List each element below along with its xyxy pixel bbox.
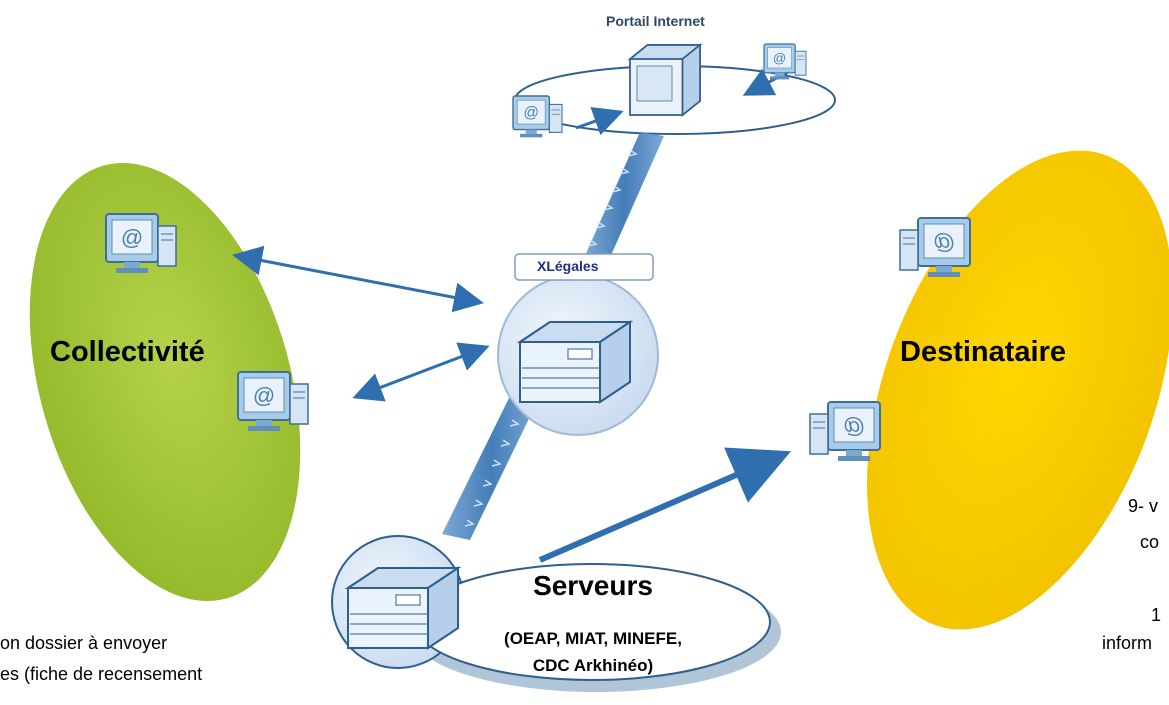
portal-label: Portail Internet (606, 13, 705, 29)
left-text-line-1: on dossier à envoyer (0, 633, 168, 653)
serveurs-line-1: (OEAP, MIAT, MINEFE, (504, 629, 682, 648)
arrow-collectivite-xlegales-bottom (352, 342, 490, 402)
portal-link-beam (584, 132, 664, 262)
arrow-serveurs-destinataire (538, 447, 792, 563)
portal-monitor-left-icon (512, 95, 563, 139)
xlegales-server-icon (519, 321, 631, 403)
serveurs-title: Serveurs (533, 570, 653, 601)
arrow-portal-left (575, 106, 624, 136)
server-link-beam (442, 392, 540, 540)
collectivite-zone (29, 162, 301, 602)
xlegales-label-box (514, 253, 654, 281)
right-text-line-4: inform (1102, 633, 1153, 653)
destinataire-zone (867, 150, 1169, 630)
serveurs-line-2: CDC Arkhinéo) (532, 656, 654, 675)
collectivite-label: Collectivité (50, 336, 205, 368)
portal-server-icon (627, 43, 703, 117)
left-text-line-2: es (fiche de recensement (0, 664, 203, 684)
serveurs-server-icon (347, 567, 459, 649)
beam-chevrons (464, 149, 638, 527)
right-text-line-2: co (1140, 532, 1160, 552)
right-text-line-1: 9- v (1128, 496, 1159, 516)
arrow-collectivite-xlegales-top (232, 245, 484, 313)
destinataire-label: Destinataire (900, 336, 1067, 368)
xlegales-label: XLégales (537, 258, 599, 274)
right-text-line-3: 1 (1151, 605, 1162, 625)
